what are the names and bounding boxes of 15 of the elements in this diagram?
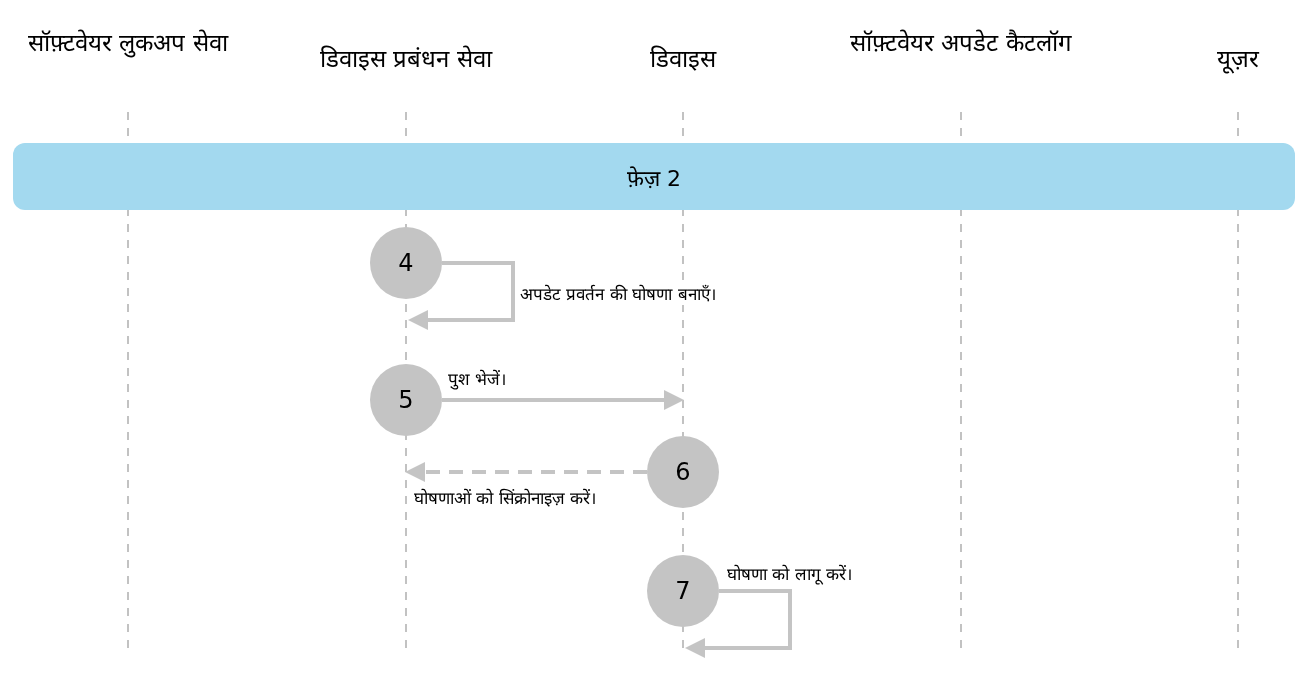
arrow [442,390,684,410]
step-circle: 6 [647,436,719,508]
step-circle: 5 [370,364,442,436]
step-circle: 7 [647,555,719,627]
edge-label: अपडेट प्रवर्तन की घोषणा बनाएँ। [518,282,718,305]
lifeline-header: डिवाइस [558,44,808,74]
step-circle: 4 [370,227,442,299]
lifeline-header: डिवाइस प्रबंधन सेवा [281,44,531,74]
lifeline-header: यूज़र [1113,44,1303,74]
arrow [685,589,792,658]
lifeline-header: सॉफ़्टवेयर लुकअप सेवा [3,28,253,58]
phase-band: फ़ेज़ 2 [13,143,1295,210]
arrow [408,261,515,330]
lifeline-header: सॉफ़्टवेयर अपडेट कैटलॉग [836,28,1086,58]
arrow [405,462,647,482]
